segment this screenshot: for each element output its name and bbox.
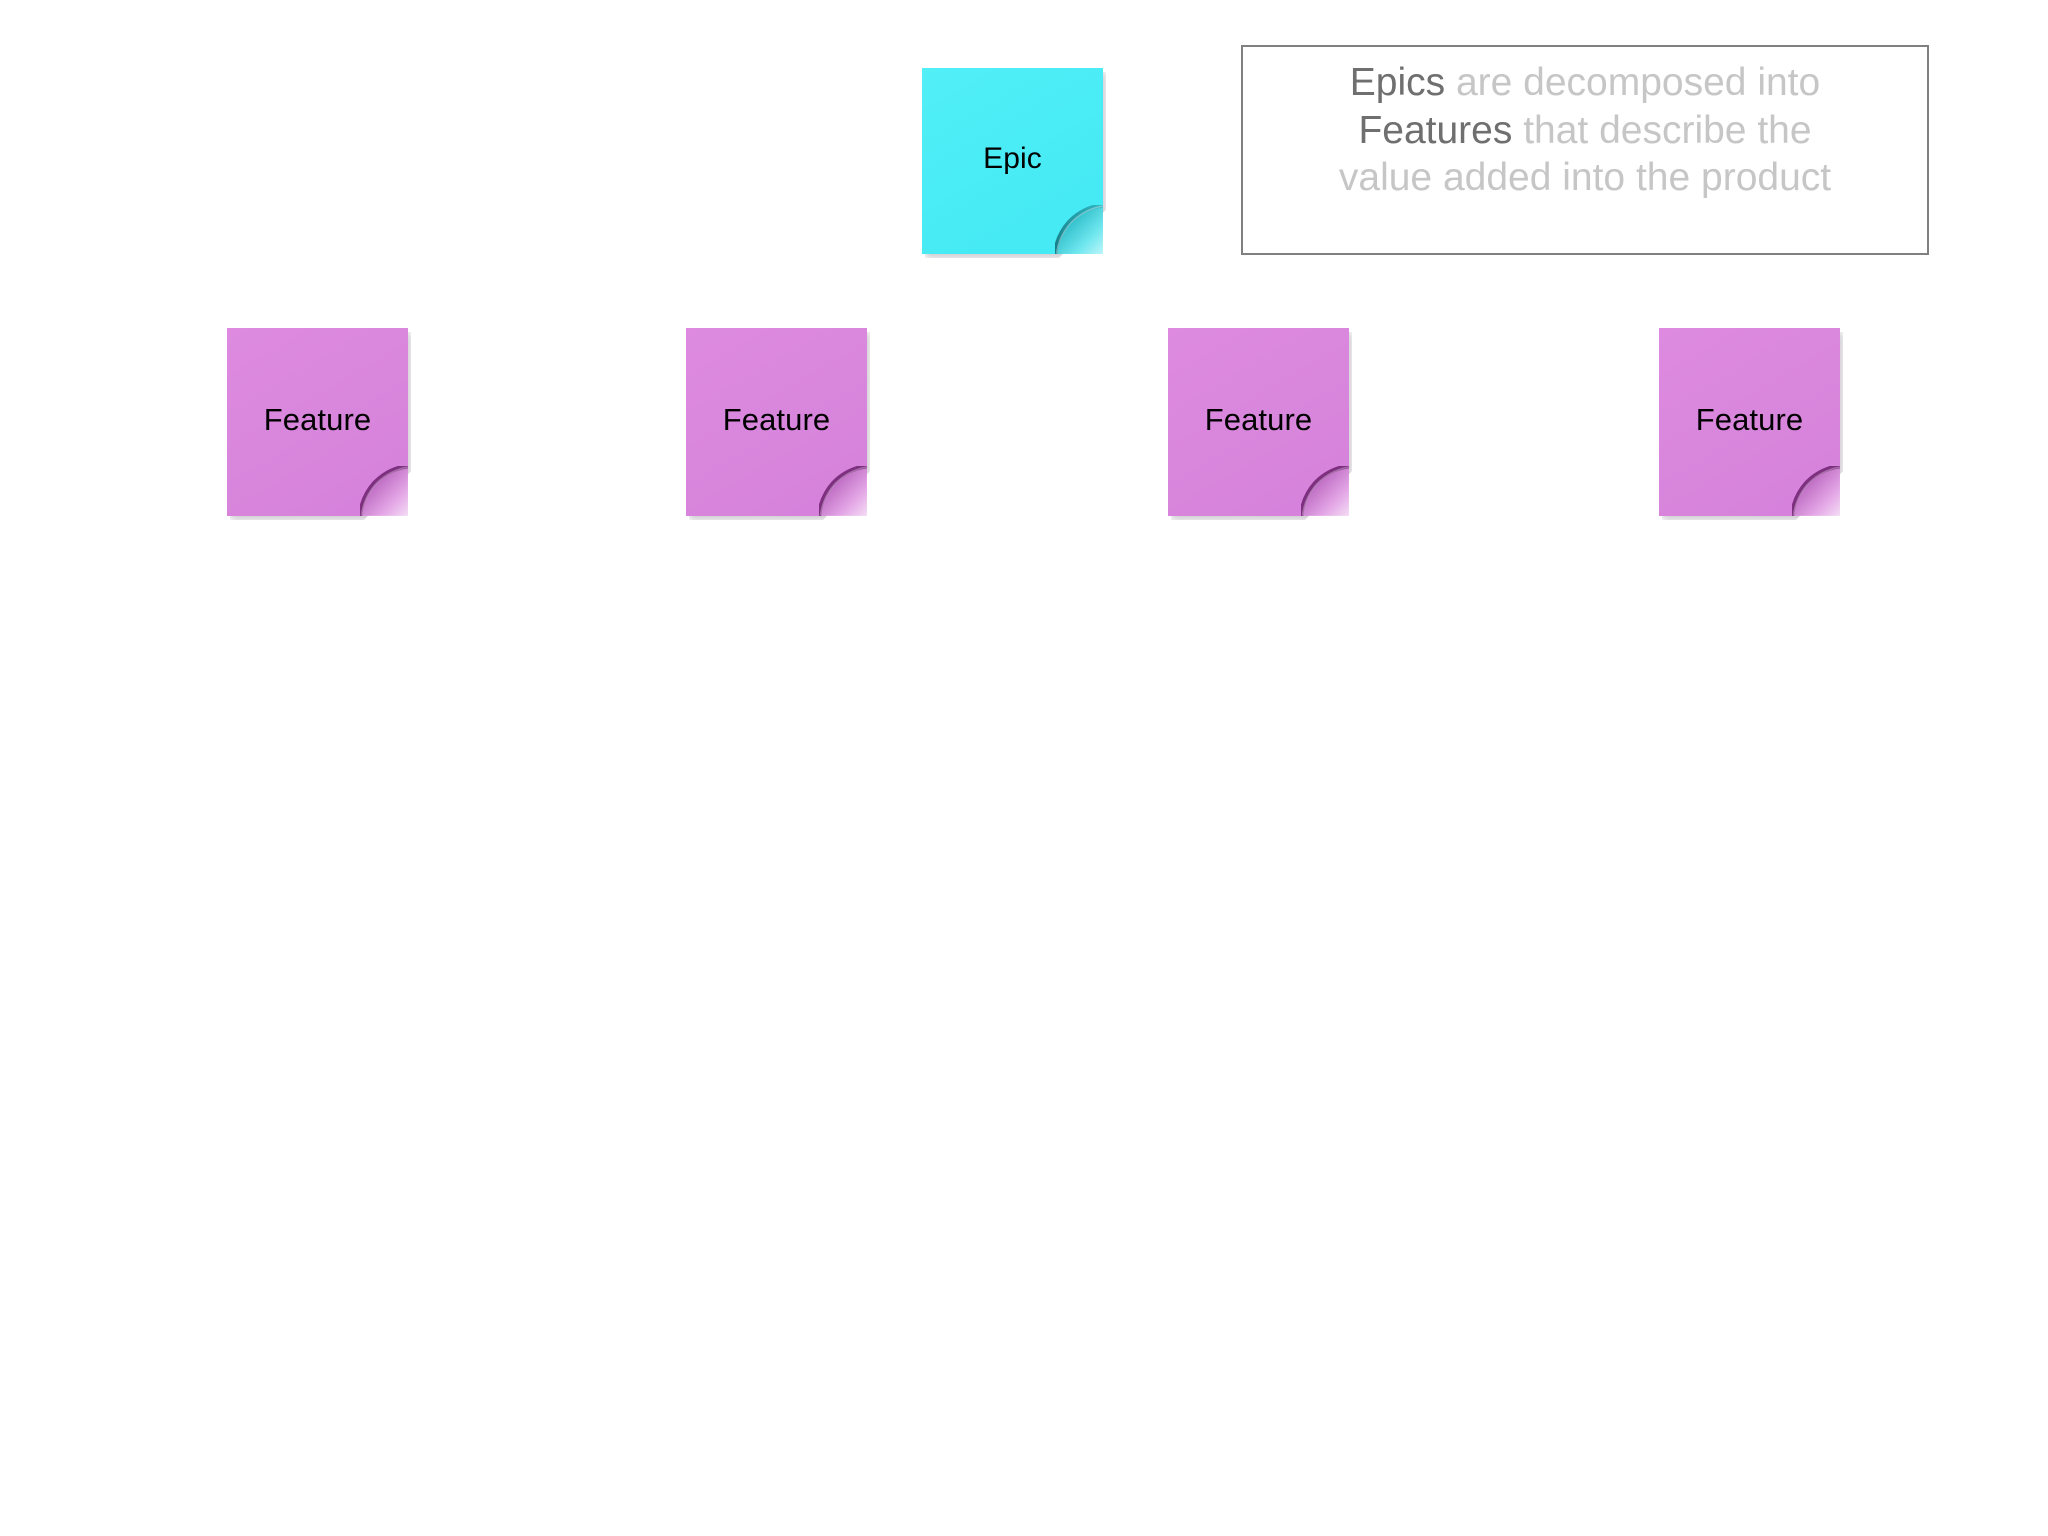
sticky-note-feature-4[interactable]: Feature <box>1659 328 1843 520</box>
page-curl-icon <box>360 466 408 516</box>
sticky-note-feature-1[interactable]: Feature <box>227 328 411 520</box>
callout-text: Epics are decomposed into Features that … <box>1243 47 1927 202</box>
callout-rest-3: value added into the product <box>1338 156 1832 200</box>
callout-textbox: Epics are decomposed into Features that … <box>1241 45 1929 255</box>
sticky-note-feature-2[interactable]: Feature <box>686 328 870 520</box>
note-label: Feature <box>263 402 372 437</box>
note-label: Feature <box>1695 402 1804 437</box>
note-label: Feature <box>722 402 831 437</box>
note-label: Epic <box>983 142 1042 175</box>
page-curl-icon <box>819 466 867 516</box>
page-curl-icon <box>1792 466 1840 516</box>
sticky-note-epic[interactable]: Epic <box>922 68 1106 258</box>
callout-line-2: Features that describe the <box>1259 107 1911 155</box>
callout-rest-1: are decomposed into <box>1445 61 1821 104</box>
callout-line-3: value added into the product <box>1259 154 1911 202</box>
page-curl-icon <box>1055 204 1103 254</box>
note-label: Feature <box>1204 402 1313 437</box>
page-curl-icon <box>1301 466 1349 516</box>
sticky-note-feature-3[interactable]: Feature <box>1168 328 1352 520</box>
callout-emphasis-features: Features <box>1358 108 1513 152</box>
callout-line-1: Epics are decomposed into <box>1259 59 1911 107</box>
callout-emphasis-epics: Epics <box>1349 61 1446 104</box>
callout-rest-2: that describe the <box>1512 108 1812 152</box>
